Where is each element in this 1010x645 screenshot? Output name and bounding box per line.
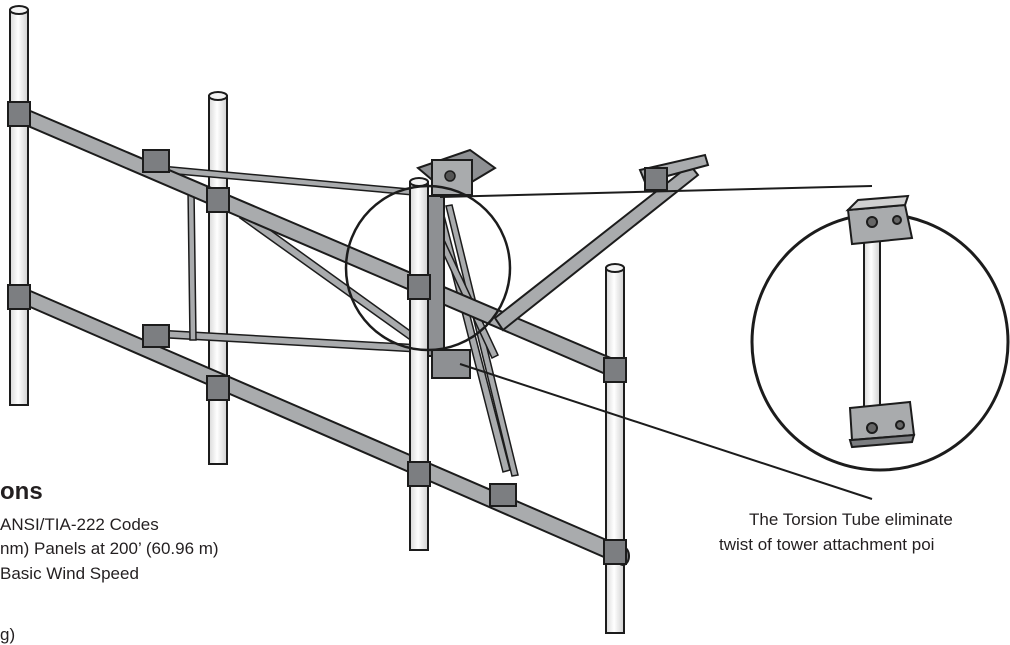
torsion-tube-caption: The Torsion Tube eliminate <box>749 510 953 529</box>
callout-lines <box>439 185 873 500</box>
tower-attachment-bracket-bottom <box>431 349 471 379</box>
spec-line: g) <box>0 625 16 644</box>
pipe-clamps <box>7 101 627 565</box>
vertical-mast-pipe-left <box>9 5 29 406</box>
magnifier-circle <box>344 184 512 352</box>
tower-attachment-bracket-top <box>416 148 497 197</box>
spec-line: Basic Wind Speed <box>0 564 139 583</box>
spec-line: ANSI/TIA-222 Codes <box>0 515 159 534</box>
torsion-tube-caption: twist of tower attachment poi <box>719 535 935 554</box>
specifications-heading: ons <box>0 478 43 505</box>
spec-line: nm) Panels at 200’ (60.96 m) <box>0 539 219 558</box>
vertical-mast-pipe-middle <box>208 91 228 465</box>
standoff-arm <box>493 153 710 332</box>
torsion-tube-detail <box>845 194 916 449</box>
vertical-mast-pipe-right <box>605 263 625 634</box>
